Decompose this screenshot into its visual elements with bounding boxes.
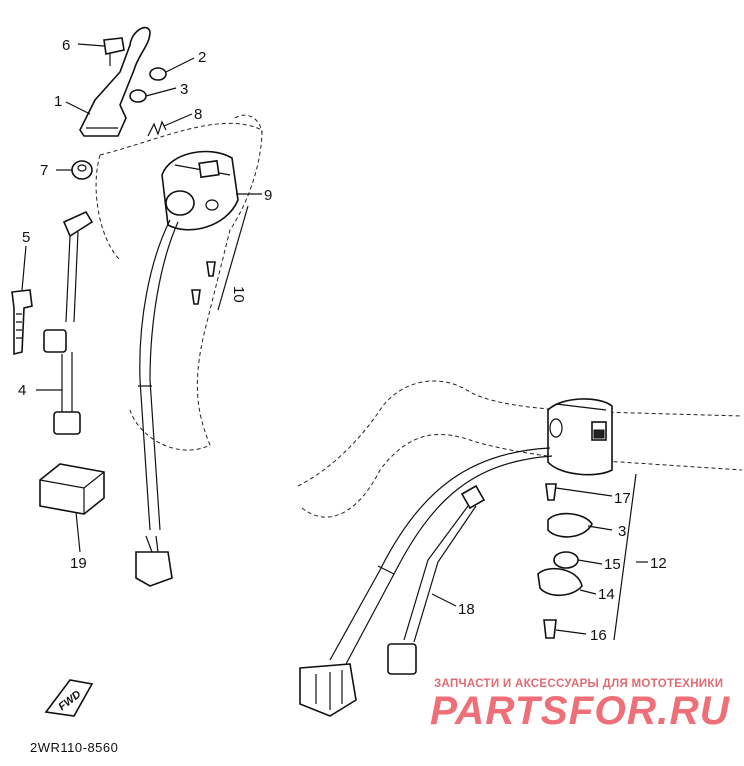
fwd-arrow: FWD [44,679,94,717]
callout-19: 19 [70,555,87,572]
callout-5: 5 [22,229,30,246]
bracket-part-3b [547,512,593,538]
brake-switch-lead [387,484,486,675]
right-handlebar-ghost [297,380,743,518]
spacer-part-15 [553,551,579,569]
clutch-switch-lead [43,210,94,435]
group-bracket-12 [613,473,637,641]
left-switch-housing [161,150,239,231]
callout-10: 10 [230,286,247,303]
left-switch-harness [135,219,179,587]
callout-17: 17 [614,490,631,507]
callout-1: 1 [54,93,62,110]
callout-16: 16 [590,627,607,644]
clutch-lever [79,26,151,137]
callout-7: 7 [40,162,48,179]
callout-12: 12 [650,555,667,572]
right-switch-housing [547,398,613,476]
callout-14: 14 [598,586,615,603]
washer-part-3 [129,89,147,103]
screws-part-10 [191,261,216,305]
callout-4: 4 [18,382,26,399]
callout-18: 18 [458,601,475,618]
bolt-part-6 [103,37,125,66]
watermark: ЗАПЧАСТИ И АКСЕССУАРЫ ДЛЯ МОТОТЕХНИКИ PA… [430,678,730,733]
callout-8: 8 [194,106,202,123]
nut-part-2 [149,67,167,81]
callout-6: 6 [62,37,70,54]
callout-labels: 6 2 3 1 8 7 9 10 5 4 19 17 3 15 12 14 16… [18,37,667,644]
callout-3a: 3 [180,81,188,98]
left-handlebar-ghost [95,114,263,451]
screw-part-16 [543,619,557,639]
cable-band-part-5 [11,289,33,356]
watermark-brand: PARTSFOR.RU [430,689,730,733]
leader-lines [21,43,648,635]
right-switch-harness [299,447,553,717]
callout-2: 2 [198,49,206,66]
relay-part-19 [39,463,105,515]
diagram-code: 2WR110-8560 [30,740,118,755]
clamp-part-14 [537,567,583,597]
screw-part-17 [545,483,557,501]
spring-part-8 [147,120,167,137]
callout-15: 15 [604,556,621,573]
grommet-part-7 [71,160,93,180]
callout-9: 9 [264,187,272,204]
callout-3b: 3 [618,523,626,540]
watermark-tagline: ЗАПЧАСТИ И АКСЕССУАРЫ ДЛЯ МОТОТЕХНИКИ [434,678,723,690]
